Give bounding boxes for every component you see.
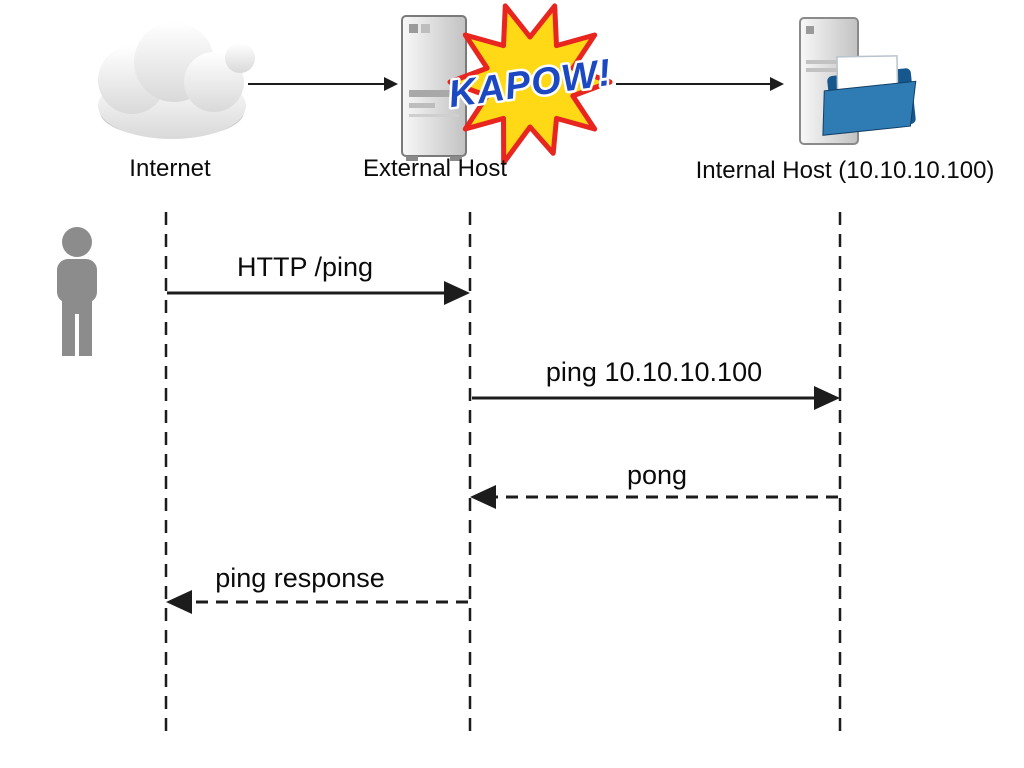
message-label-ping-internal: ping 10.10.10.100: [545, 357, 763, 387]
server-folder-icon: [799, 17, 917, 145]
message-arrow-ping-response: [166, 590, 468, 614]
kapow-burst: KAPOW!: [443, 3, 617, 166]
message-label-ping-response: ping response: [215, 563, 385, 593]
kapow-star: [447, 3, 613, 166]
actor-label-internet: Internet: [129, 155, 211, 182]
person-icon: [57, 227, 97, 356]
message-label-http-ping: HTTP /ping: [236, 252, 374, 282]
actor-label-external-host: External Host: [362, 155, 508, 182]
cloud-icon: [98, 22, 255, 139]
message-arrow-http-ping: [167, 281, 470, 305]
message-label-pong: pong: [626, 460, 688, 490]
actor-label-internal-host: Internal Host (10.10.10.100): [695, 157, 995, 184]
top-arrow-external-to-internal: [616, 77, 784, 91]
server-tower-icon: [401, 15, 467, 161]
message-arrow-ping-internal: [472, 386, 840, 410]
message-arrow-pong: [470, 485, 838, 509]
top-arrow-internet-to-external: [248, 77, 398, 91]
